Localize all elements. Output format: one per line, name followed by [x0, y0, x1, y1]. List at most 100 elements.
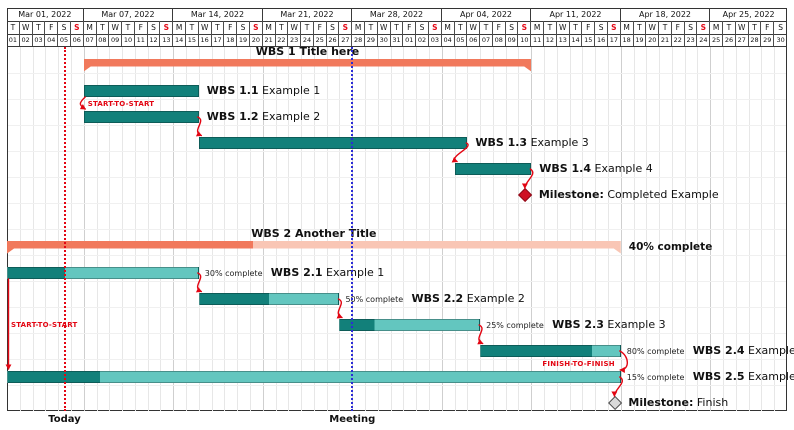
day-letter: W: [557, 21, 570, 34]
task-bar: [83, 85, 199, 97]
day-letter: W: [736, 21, 749, 34]
day-number: 22: [672, 34, 685, 46]
task-label: WBS 1.2 Example 2: [206, 110, 321, 123]
day-number: 08: [97, 34, 110, 46]
day-letter: T: [122, 21, 135, 34]
day-letter: S: [327, 21, 340, 34]
vrule-label: Meeting: [329, 414, 376, 425]
day-letter: F: [672, 21, 685, 34]
day-letter: W: [199, 21, 212, 34]
day-letter: F: [135, 21, 148, 34]
week-label: Mar 01, 2022: [7, 8, 84, 21]
day-letter: F: [224, 21, 238, 34]
day-number: 23: [288, 34, 302, 46]
row-gridline: [8, 151, 786, 152]
link-label: FINISH-TO-FINISH: [542, 360, 615, 368]
day-number: 04: [45, 34, 59, 46]
row-gridline: [8, 307, 786, 308]
day-letter: M: [442, 21, 455, 34]
day-number: 16: [199, 34, 212, 46]
day-number: 24: [301, 34, 314, 46]
row-gridline: [8, 99, 786, 100]
day-letter: W: [288, 21, 302, 34]
day-number: 03: [429, 34, 442, 46]
day-letter: T: [276, 21, 289, 34]
week-label: Apr 04, 2022: [442, 8, 532, 21]
day-number: 24: [697, 34, 711, 46]
milestone-label: Milestone: Completed Example: [538, 188, 719, 201]
day-letter: S: [58, 21, 71, 34]
day-letter: M: [173, 21, 186, 34]
day-letter: S: [697, 21, 711, 34]
day-number: 12: [148, 34, 161, 46]
day-number: 20: [250, 34, 263, 46]
day-letter: M: [710, 21, 724, 34]
row-gridline: [8, 385, 786, 386]
day-letter: S: [506, 21, 519, 34]
vrule-label: Today: [48, 414, 81, 425]
week-label: Apr 11, 2022: [531, 8, 621, 21]
day-number: 01: [7, 34, 20, 46]
row-gridline: [8, 73, 786, 74]
day-number: 15: [186, 34, 199, 46]
day-letter: T: [212, 21, 225, 34]
day-letter: T: [659, 21, 672, 34]
day-letter: S: [518, 21, 532, 34]
day-letter: W: [378, 21, 391, 34]
day-number: 04: [442, 34, 455, 46]
task-label: WBS 2.3 Example 3: [552, 318, 666, 331]
day-letter: S: [608, 21, 621, 34]
link-label: START-TO-START: [87, 100, 155, 108]
day-letter: T: [480, 21, 493, 34]
task-label: WBS 1.1 Example 1: [206, 84, 321, 97]
day-number: 11: [135, 34, 148, 46]
day-letter: T: [570, 21, 583, 34]
day-number: 09: [506, 34, 519, 46]
link-label: START-TO-START: [11, 321, 78, 329]
week-label: Mar 07, 2022: [84, 8, 174, 21]
day-number: 02: [416, 34, 429, 46]
group-label: WBS 2 Another Title: [251, 227, 377, 240]
day-letter: T: [749, 21, 762, 34]
day-number: 05: [58, 34, 71, 46]
milestone-label: Milestone: Finish: [628, 396, 729, 409]
day-number: 08: [493, 34, 506, 46]
day-number: 26: [723, 34, 736, 46]
day-number: 21: [263, 34, 276, 46]
day-number: 29: [761, 34, 775, 46]
header-divider: [7, 21, 787, 22]
day-number: 17: [212, 34, 225, 46]
week-label: Mar 14, 2022: [173, 8, 263, 21]
day-letter: T: [7, 21, 20, 34]
day-letter: S: [160, 21, 174, 34]
vrule-meeting: [351, 47, 354, 411]
row-gridline: [8, 177, 786, 178]
day-letter: S: [339, 21, 353, 34]
day-letter: T: [391, 21, 404, 34]
task-progress-label: 30% complete: [204, 268, 263, 278]
task-progress-label: 15% complete: [626, 372, 685, 382]
day-letter: T: [33, 21, 46, 34]
task-progress-label: 25% complete: [486, 320, 544, 330]
day-letter: F: [403, 21, 417, 34]
group-label: WBS 1 Title here: [255, 45, 360, 58]
day-number: 26: [327, 34, 340, 46]
day-number: 01: [403, 34, 417, 46]
day-letter: F: [582, 21, 596, 34]
day-number: 27: [736, 34, 749, 46]
row-gridline: [8, 203, 786, 204]
day-number: 03: [33, 34, 46, 46]
day-letter: S: [685, 21, 698, 34]
day-number: 10: [122, 34, 135, 46]
day-letter: T: [186, 21, 199, 34]
day-letter: F: [761, 21, 775, 34]
day-letter: S: [237, 21, 250, 34]
week-label: Mar 28, 2022: [352, 8, 442, 21]
task-progress-label: 50% complete: [345, 294, 404, 304]
day-letter: S: [595, 21, 608, 34]
